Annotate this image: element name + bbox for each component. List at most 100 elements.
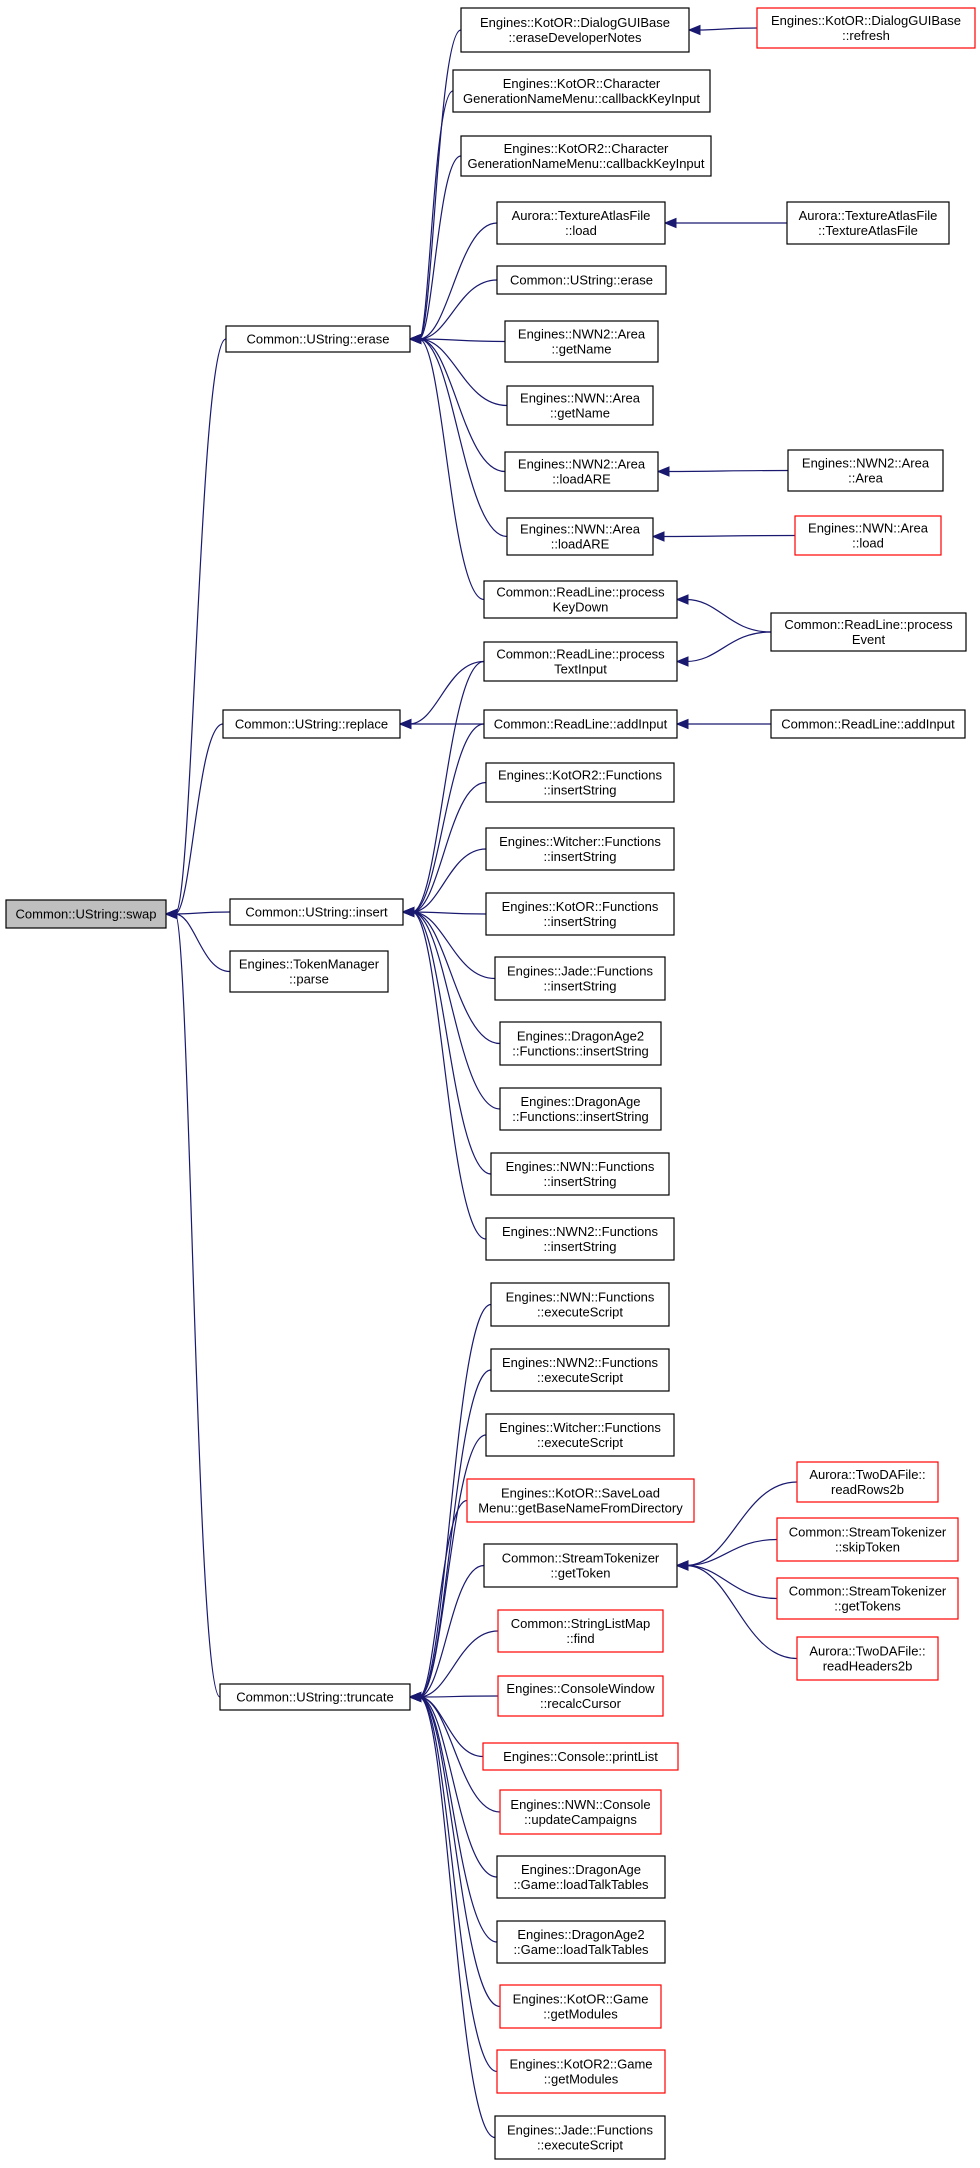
- node-box[interactable]: [499, 1984, 662, 2029]
- node-jadeFnIns[interactable]: Engines::Jade::Functions::insertString: [494, 956, 666, 1001]
- node-box[interactable]: [452, 69, 711, 113]
- node-box[interactable]: [776, 1517, 959, 1562]
- node-box[interactable]: [496, 1855, 666, 1899]
- node-nwn2AreaGetName[interactable]: Engines::NWN2::Area::getName: [504, 320, 659, 363]
- node-kotorDialogRefresh[interactable]: Engines::KotOR::DialogGUIBase::refresh: [756, 7, 976, 49]
- node-box[interactable]: [490, 1348, 670, 1392]
- node-box[interactable]: [506, 517, 654, 556]
- node-kotor2GameMods[interactable]: Engines::KotOR2::Game::getModules: [496, 2049, 666, 2094]
- node-kotorGameMods[interactable]: Engines::KotOR::Game::getModules: [499, 1984, 662, 2029]
- node-box[interactable]: [494, 956, 666, 1001]
- node-nwn2AreaLoadARE[interactable]: Engines::NWN2::Area::loadARE: [504, 451, 659, 492]
- node-strListFind[interactable]: Common::StringListMap::find: [497, 1609, 664, 1653]
- node-replace[interactable]: Common::UString::replace: [222, 709, 401, 739]
- node-box[interactable]: [497, 1675, 664, 1717]
- node-box[interactable]: [504, 320, 659, 363]
- node-box[interactable]: [490, 1282, 670, 1327]
- node-box[interactable]: [796, 1461, 939, 1503]
- node-box[interactable]: [222, 709, 401, 739]
- node-box[interactable]: [5, 899, 167, 929]
- node-box[interactable]: [776, 1577, 959, 1620]
- node-erase[interactable]: Common::UString::erase: [225, 325, 411, 353]
- node-box[interactable]: [466, 1478, 695, 1523]
- node-nwnAreaGetName[interactable]: Engines::NWN::Area::getName: [506, 385, 654, 426]
- node-box[interactable]: [496, 1920, 666, 1964]
- node-rlAddInput1[interactable]: Common::ReadLine::addInput: [483, 709, 678, 739]
- node-box[interactable]: [496, 265, 667, 295]
- node-daFnIns[interactable]: Engines::DragonAge::Functions::insertStr…: [499, 1087, 662, 1131]
- node-box[interactable]: [496, 201, 666, 245]
- node-box[interactable]: [483, 1543, 678, 1588]
- node-box[interactable]: [460, 7, 690, 53]
- node-box[interactable]: [787, 449, 944, 492]
- node-box[interactable]: [770, 709, 966, 739]
- node-witcherFnExec[interactable]: Engines::Witcher::Functions::executeScri…: [485, 1413, 675, 1457]
- node-box[interactable]: [483, 580, 678, 619]
- node-box[interactable]: [499, 1087, 662, 1131]
- node-box[interactable]: [483, 709, 678, 739]
- node-box[interactable]: [494, 2115, 666, 2160]
- node-box[interactable]: [219, 1683, 411, 1711]
- node-nwn2AreaCtor[interactable]: Engines::NWN2::Area::Area: [787, 449, 944, 492]
- node-nwn2FnIns[interactable]: Engines::NWN2::Functions::insertString: [485, 1217, 675, 1261]
- node-box[interactable]: [225, 325, 411, 353]
- node-box[interactable]: [796, 1636, 939, 1681]
- node-box[interactable]: [504, 451, 659, 492]
- node-box[interactable]: [499, 1789, 662, 1835]
- node-box[interactable]: [506, 385, 654, 426]
- node-kotorFnIns[interactable]: Engines::KotOR::Functions::insertString: [485, 892, 675, 936]
- node-consolePrint[interactable]: Engines::Console::printList: [482, 1742, 679, 1771]
- node-insert[interactable]: Common::UString::insert: [229, 898, 404, 926]
- node-nwnFnExec[interactable]: Engines::NWN::Functions::executeScript: [490, 1282, 670, 1327]
- node-box[interactable]: [496, 2049, 666, 2094]
- node-jadeFnExec[interactable]: Engines::Jade::Functions::executeScript: [494, 2115, 666, 2160]
- node-nwnConsoleCamp[interactable]: Engines::NWN::Console::updateCampaigns: [499, 1789, 662, 1835]
- node-box[interactable]: [485, 762, 675, 803]
- node-da2GameTalk[interactable]: Engines::DragonAge2::Game::loadTalkTable…: [496, 1920, 666, 1964]
- node-box[interactable]: [490, 1152, 670, 1196]
- node-consoleRecalc[interactable]: Engines::ConsoleWindow::recalcCursor: [497, 1675, 664, 1717]
- node-box[interactable]: [485, 1413, 675, 1457]
- node-box[interactable]: [485, 1217, 675, 1261]
- node-texAtlasCtor[interactable]: Aurora::TextureAtlasFile::TextureAtlasFi…: [786, 201, 950, 245]
- node-tokenmgr[interactable]: Engines::TokenManager::parse: [229, 950, 389, 993]
- node-nwnAreaLoad[interactable]: Engines::NWN::Area::load: [794, 515, 942, 556]
- node-box[interactable]: [482, 1742, 679, 1771]
- node-rlAddInput2[interactable]: Common::ReadLine::addInput: [770, 709, 966, 739]
- node-box[interactable]: [497, 1609, 664, 1653]
- node-box[interactable]: [786, 201, 950, 245]
- node-box[interactable]: [229, 898, 404, 926]
- node-kotorCharGen[interactable]: Engines::KotOR::CharacterGenerationNameM…: [452, 69, 711, 113]
- node-nwnFnIns[interactable]: Engines::NWN::Functions::insertString: [490, 1152, 670, 1196]
- node-twodaHeaders[interactable]: Aurora::TwoDAFile::readHeaders2b: [796, 1636, 939, 1681]
- node-box[interactable]: [499, 1021, 662, 1066]
- node-twodaRows[interactable]: Aurora::TwoDAFile::readRows2b: [796, 1461, 939, 1503]
- node-ustringErase2[interactable]: Common::UString::erase: [496, 265, 667, 295]
- node-box[interactable]: [483, 641, 678, 682]
- node-box[interactable]: [485, 827, 675, 871]
- node-texAtlasLoad[interactable]: Aurora::TextureAtlasFile::load: [496, 201, 666, 245]
- node-nwn2FnExec[interactable]: Engines::NWN2::Functions::executeScript: [490, 1348, 670, 1392]
- node-kotor2FnIns[interactable]: Engines::KotOR2::Functions::insertString: [485, 762, 675, 803]
- node-truncate[interactable]: Common::UString::truncate: [219, 1683, 411, 1711]
- node-da2FnIns[interactable]: Engines::DragonAge2::Functions::insertSt…: [499, 1021, 662, 1066]
- node-box[interactable]: [756, 7, 976, 49]
- node-box[interactable]: [485, 892, 675, 936]
- node-swap[interactable]: Common::UString::swap: [5, 899, 167, 929]
- node-kotor2CharGen[interactable]: Engines::KotOR2::CharacterGenerationName…: [460, 135, 712, 177]
- node-streamSkip[interactable]: Common::StreamTokenizer::skipToken: [776, 1517, 959, 1562]
- node-box[interactable]: [794, 515, 942, 556]
- node-witcherFnIns[interactable]: Engines::Witcher::Functions::insertStrin…: [485, 827, 675, 871]
- node-streamGetToken[interactable]: Common::StreamTokenizer::getToken: [483, 1543, 678, 1588]
- node-box[interactable]: [229, 950, 389, 993]
- node-kotorSaveLoad[interactable]: Engines::KotOR::SaveLoadMenu::getBaseNam…: [466, 1478, 695, 1523]
- node-nwnAreaLoadARE[interactable]: Engines::NWN::Area::loadARE: [506, 517, 654, 556]
- node-kotorDialogErase[interactable]: Engines::KotOR::DialogGUIBase::eraseDeve…: [460, 7, 690, 53]
- node-box[interactable]: [770, 612, 967, 652]
- node-streamGetTokens[interactable]: Common::StreamTokenizer::getTokens: [776, 1577, 959, 1620]
- node-box[interactable]: [460, 135, 712, 177]
- node-daGameTalk[interactable]: Engines::DragonAge::Game::loadTalkTables: [496, 1855, 666, 1899]
